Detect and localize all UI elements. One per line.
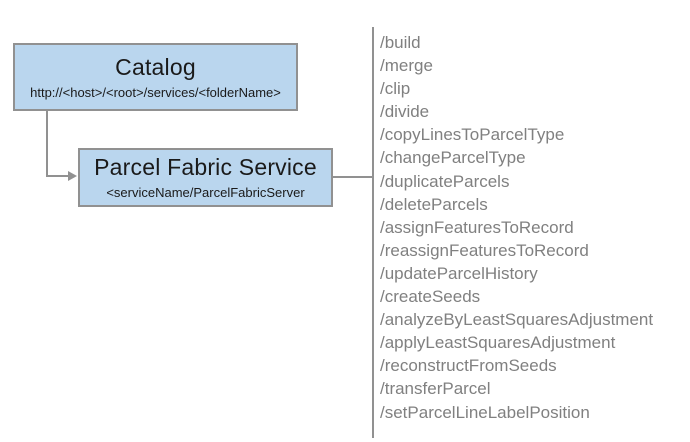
operation-item[interactable]: /applyLeastSquaresAdjustment bbox=[380, 333, 616, 353]
node-parcel-fabric-service-title: Parcel Fabric Service bbox=[94, 154, 317, 180]
operation-item[interactable]: /analyzeByLeastSquaresAdjustment bbox=[380, 310, 654, 330]
operation-item[interactable]: /clip bbox=[380, 79, 411, 99]
node-parcel-fabric-service-subtitle: <serviceName/ParcelFabricServer bbox=[106, 185, 305, 200]
operation-item[interactable]: /assignFeaturesToRecord bbox=[380, 217, 574, 237]
node-catalog-subtitle: http://<host>/<root>/services/<folderNam… bbox=[30, 84, 281, 100]
operation-item[interactable]: /reconstructFromSeeds bbox=[380, 356, 557, 376]
operations-list: /build/merge/clip/divide/copyLinesToParc… bbox=[380, 31, 680, 424]
connector-service-to-operations bbox=[333, 176, 373, 178]
operation-item[interactable]: /build bbox=[380, 33, 421, 52]
node-parcel-fabric-service[interactable]: Parcel Fabric Service <serviceName/Parce… bbox=[78, 148, 333, 207]
operation-item[interactable]: /divide bbox=[380, 102, 430, 122]
operation-item[interactable]: /deleteParcels bbox=[380, 194, 488, 214]
operations-divider bbox=[372, 27, 374, 438]
connector-catalog-horizontal bbox=[46, 175, 70, 177]
operation-item[interactable]: /copyLinesToParcelType bbox=[380, 125, 565, 145]
operation-item[interactable]: /createSeeds bbox=[380, 287, 481, 307]
connector-catalog-vertical bbox=[46, 110, 48, 177]
node-catalog-title: Catalog bbox=[115, 53, 196, 80]
operation-item[interactable]: /transferParcel bbox=[380, 379, 491, 399]
operation-item[interactable]: /reassignFeaturesToRecord bbox=[380, 240, 589, 260]
arrow-right-icon bbox=[68, 171, 77, 181]
operation-item[interactable]: /updateParcelHistory bbox=[380, 263, 538, 283]
operation-item[interactable]: /merge bbox=[380, 56, 433, 76]
operation-item[interactable]: /setParcelLineLabelPosition bbox=[380, 402, 590, 422]
operation-item[interactable]: /duplicateParcels bbox=[380, 171, 510, 191]
node-catalog[interactable]: Catalog http://<host>/<root>/services/<f… bbox=[13, 43, 298, 111]
operation-item[interactable]: /changeParcelType bbox=[380, 148, 526, 168]
